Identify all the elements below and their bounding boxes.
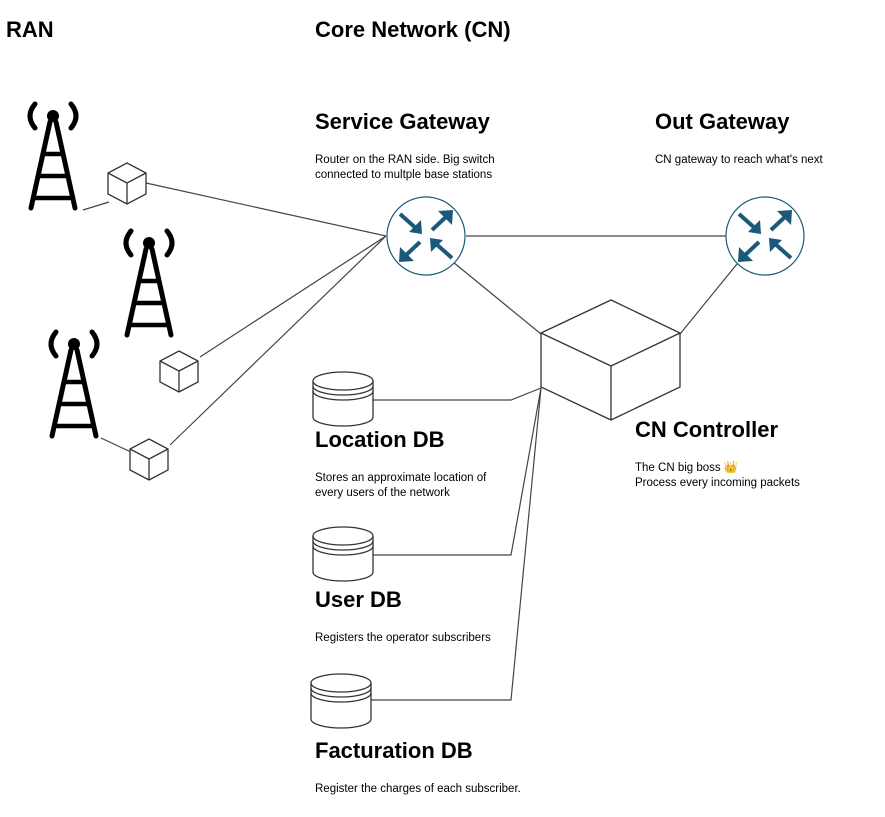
cube-icon — [540, 299, 681, 421]
location-db-title: Location DB — [315, 427, 445, 452]
router-icon — [724, 195, 806, 277]
cube-icon — [129, 438, 169, 481]
connections — [82, 182, 738, 701]
link-out-gateway-controller — [679, 263, 738, 335]
link-user-db-controller — [372, 387, 542, 556]
core-network-section-title: Core Network (CN) — [315, 17, 511, 42]
cube-icon — [107, 162, 147, 205]
cn-controller-description: The CN big boss 👑 Process every incoming… — [635, 461, 855, 491]
out-gateway-title: Out Gateway — [655, 109, 790, 134]
user-db-title: User DB — [315, 587, 402, 612]
link-location-db-controller — [372, 387, 542, 401]
database-icon — [310, 673, 372, 729]
cn-controller-description-line: Process every incoming packets — [635, 477, 800, 489]
service-gateway-title: Service Gateway — [315, 109, 490, 134]
antenna-tower-icon — [51, 332, 97, 436]
facturation-db-title: Facturation DB — [315, 738, 473, 763]
link-service-gateway-controller — [452, 261, 542, 335]
database-icon — [312, 371, 374, 427]
cube-icon — [159, 350, 199, 393]
link-facturation-db-controller — [370, 387, 542, 701]
location-db-description: Stores an approximate location of every … — [315, 472, 487, 499]
out-gateway-description: CN gateway to reach what's next — [655, 154, 823, 166]
antenna-tower-icon — [126, 231, 172, 335]
link-tower1-bs1 — [82, 201, 110, 211]
user-db-description: Registers the operator subscribers — [315, 632, 491, 644]
link-bs1-service-gateway — [145, 182, 387, 237]
link-tower3-bs3 — [100, 437, 132, 453]
link-bs2-service-gateway — [199, 235, 387, 358]
service-gateway-description: Router on the RAN side. Big switch conne… — [315, 154, 495, 181]
ran-section-title: RAN — [6, 17, 54, 42]
cn-controller-title: CN Controller — [635, 417, 778, 442]
cn-controller-description-line: The CN big boss 👑 — [635, 462, 739, 474]
link-bs3-service-gateway — [169, 235, 387, 446]
router-icon — [385, 195, 467, 277]
antenna-tower-icon — [30, 104, 76, 208]
facturation-db-description: Register the charges of each subscriber. — [315, 783, 521, 795]
database-icon — [312, 526, 374, 582]
